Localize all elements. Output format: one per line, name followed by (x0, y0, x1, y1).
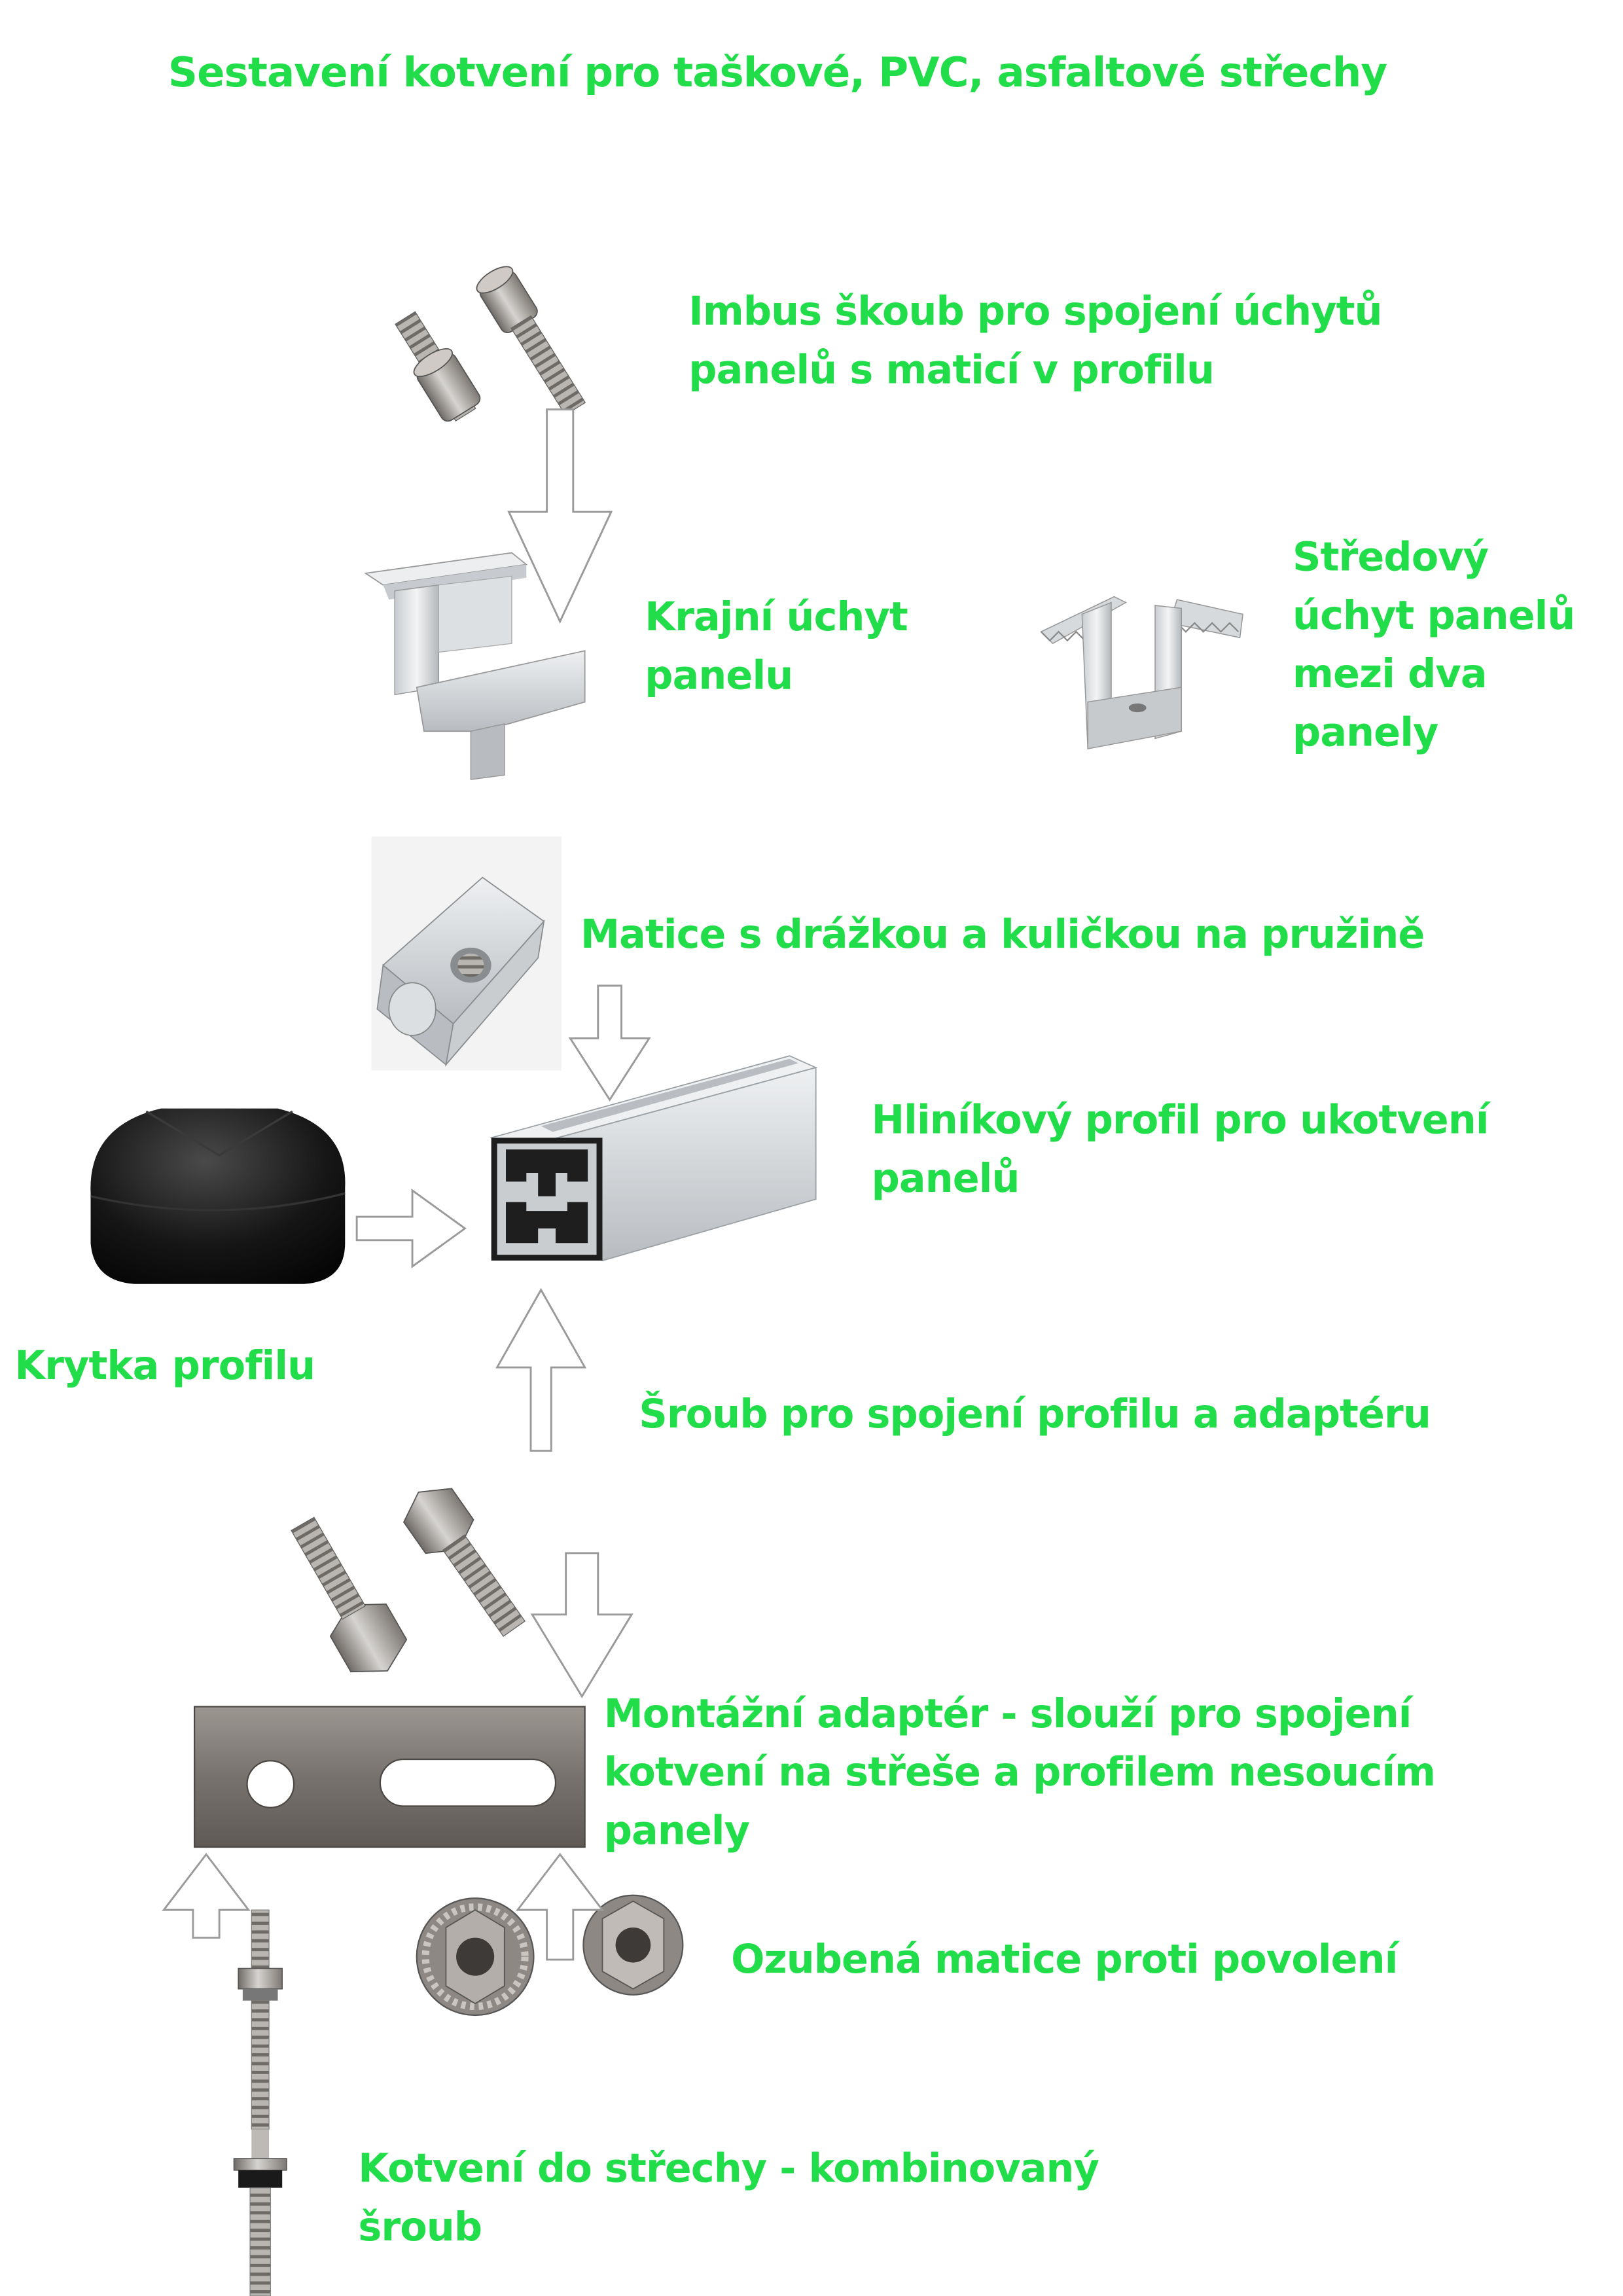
page-title: Sestavení kotvení pro taškové, PVC, asfa… (168, 44, 1387, 102)
profile-screw-image (275, 1475, 538, 1687)
slot-nut-image (371, 836, 561, 1071)
label-slot-nut: Matice s drážkou a kuličkou na pružině (580, 906, 1424, 965)
arrow-down-nut (570, 986, 649, 1100)
arrow-right-cap (357, 1191, 465, 1266)
imbus-screw-image (387, 262, 593, 427)
arrow-down-adapter (532, 1553, 632, 1696)
profile-cap-image (90, 1109, 345, 1284)
label-imbus-screw: Imbus škoub pro spojení úchytů panelů s … (688, 283, 1382, 401)
arrow-up-profile (497, 1290, 585, 1451)
adapter-plate-image (194, 1707, 585, 1848)
aluminium-profile-image (491, 1056, 816, 1261)
label-end-clamp: Krajní úchyt panelu (645, 589, 908, 706)
label-adapter: Montážní adaptér - slouží pro spojení ko… (604, 1686, 1435, 1861)
label-profile-cap: Krytka profilu (14, 1338, 315, 1396)
arrow-down-imbus (509, 410, 611, 622)
label-serrated-nut: Ozubená matice proti povolení (731, 1932, 1397, 1990)
label-aluminium-profile: Hliníkový profil pro ukotvení panelů (872, 1092, 1489, 1210)
label-roof-anchor: Kotvení do střechy - kombinovaný šroub (358, 2141, 1099, 2258)
label-profile-screw: Šroub pro spojení profilu a adaptéru (639, 1386, 1431, 1444)
label-middle-clamp: Středový úchyt panelů mezi dva panely (1293, 529, 1575, 764)
middle-clamp-image (1041, 597, 1243, 749)
arrow-up-anchor (164, 1854, 249, 1937)
roof-anchor-image (234, 1910, 286, 2296)
